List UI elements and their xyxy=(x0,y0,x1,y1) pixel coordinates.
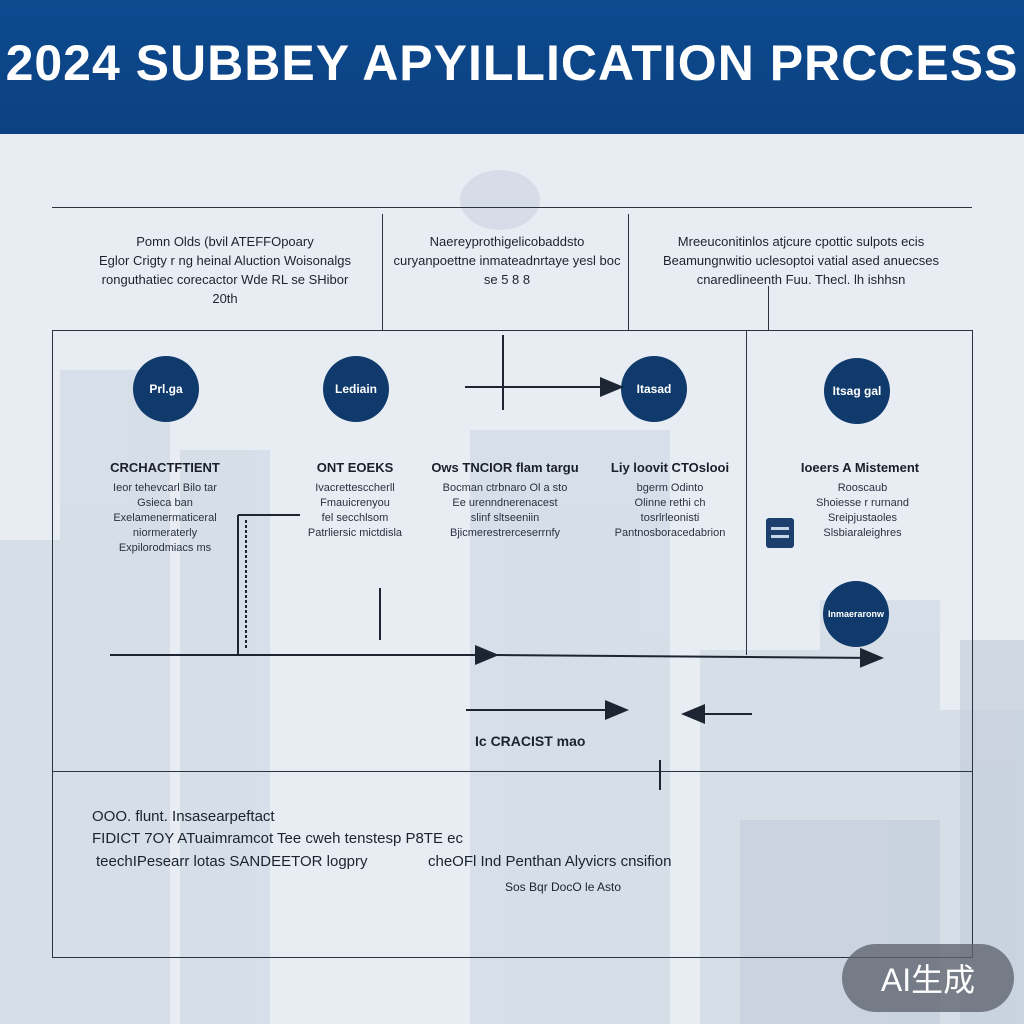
step-1-desc: Ieor tehevcarl Bilo tar Gsieca ban Exela… xyxy=(85,481,245,556)
document-icon xyxy=(766,518,794,548)
step-2-title: ONT EOEKS xyxy=(316,460,394,475)
step-desc-line: fel secchlsom xyxy=(321,512,389,524)
step-desc-line: Slsbiaraleighres xyxy=(823,527,902,539)
top-column-3-line: cnaredlineenth Fuu. Thecl. lh ishhsn xyxy=(696,272,906,287)
step-desc-line: Gsieca ban xyxy=(137,497,193,509)
step-desc-line: tosrlrleonisti xyxy=(640,512,700,524)
step-1-title: CRCHACTFTIENT xyxy=(110,460,220,475)
top-column-2-line: Naereyprothigelicobaddsto xyxy=(429,234,585,249)
top-column-2: Naereyprothigelicobaddsto curyanpoettne … xyxy=(392,232,622,289)
step-desc-line: Expilorodmiacs ms xyxy=(118,542,212,554)
step-desc-line: Rooscaub xyxy=(837,482,888,494)
top-column-2-line: curyanpoettne inmateadnrtaye yesl boc xyxy=(393,253,621,268)
step-2-desc: Ivacrettesccherll Fmauicrenyou fel secch… xyxy=(275,481,435,541)
top-column-1-line: Pomn Olds (bvil ATEFFOpoary xyxy=(136,234,314,249)
step-4-circle: Itasad xyxy=(621,356,687,422)
main-box-bottom xyxy=(52,957,972,958)
top-column-2-line: se 5 8 8 xyxy=(483,272,531,287)
step-desc-line: Ee urenndnerenacest xyxy=(452,497,558,509)
step-desc-line: Fmauicrenyou xyxy=(320,497,390,509)
step-3-desc: Bocman ctrbnaro Ol a sto Ee urenndnerena… xyxy=(425,481,585,541)
column-divider-1 xyxy=(382,214,383,330)
column-divider-2 xyxy=(628,214,629,330)
bottom-line-3: teechIPesearr lotas SANDEETOR logpry xyxy=(96,853,368,870)
step-desc-line: Ieor tehevcarl Bilo tar xyxy=(113,482,217,494)
main-box-top xyxy=(52,330,972,331)
step-3-title: Ows TNCIOR flam targu xyxy=(431,460,579,475)
step-5-desc: Rooscaub Shoiesse r rurnand Sreipjustaol… xyxy=(785,481,940,541)
checklist-label: Ic CRACIST mao xyxy=(475,733,586,749)
step-1-circle: Prl.ga xyxy=(133,356,199,422)
top-rule xyxy=(52,207,972,208)
extra-circle: Inmaeraronw xyxy=(823,581,889,647)
top-column-3: Mreeuconitinlos atjcure cpottic sulpots … xyxy=(636,232,966,289)
main-box-left xyxy=(52,330,53,958)
header-banner: 2024 SUBBEY APYILLICATION PRCCESS xyxy=(0,0,1024,134)
section-divider xyxy=(52,771,972,772)
step-desc-line: niormeraterly xyxy=(132,527,198,539)
step-desc-line: Exelamenermaticeral xyxy=(113,512,217,524)
step-desc-line: slinf sltseeniin xyxy=(470,512,540,524)
main-box-right xyxy=(972,330,973,958)
step-4-title: Liy loovit CTOslooi xyxy=(610,460,730,475)
step-desc-line: Bocman ctrbnaro Ol a sto xyxy=(442,482,568,494)
arrow-main-flow-2 xyxy=(494,647,884,668)
step-5-title: Ioeers A Mistement xyxy=(800,460,920,475)
bottom-line-1: OOO. flunt. Insasearpeftact xyxy=(92,808,275,825)
top-column-1-line: ronguthatiec corecactor Wde RL se SHibor xyxy=(101,272,349,287)
column-divider-3 xyxy=(768,286,769,330)
step-desc-line: Shoiesse r rurnand xyxy=(816,497,909,509)
top-column-1-line: 20th xyxy=(212,291,238,306)
top-column-1-line: Eglor Crigty r ng heinal Aluction Woison… xyxy=(99,253,351,268)
top-column-3-line: Beamungnwitio uclesoptoi vatial ased anu… xyxy=(662,253,940,268)
page-title: 2024 SUBBEY APYILLICATION PRCCESS xyxy=(5,35,1019,91)
inner-divider xyxy=(746,330,747,655)
step-2-circle: Lediain xyxy=(323,356,389,422)
step-desc-line: Patrliersic mictdisla xyxy=(307,527,403,539)
step-4-desc: bgerm Odinto Olinne rethi ch tosrlrleoni… xyxy=(590,481,750,541)
bottom-line-4: cheOFl Ind Penthan Alyvicrs cnsifion xyxy=(428,853,672,870)
bottom-line-2: FIDICT 7OY ATuaimramcot Tee cweh tenstes… xyxy=(92,830,463,847)
top-column-3-line: Mreeuconitinlos atjcure cpottic sulpots … xyxy=(677,234,925,249)
step-desc-line: Pantnosboracedabrion xyxy=(614,527,726,539)
top-column-1: Pomn Olds (bvil ATEFFOpoary Eglor Crigty… xyxy=(75,232,375,308)
step-5-circle: Itsag gal xyxy=(824,358,890,424)
step-desc-line: Ivacrettesccherll xyxy=(315,482,395,494)
step-desc-line: Olinne rethi ch xyxy=(634,497,706,509)
step-desc-line: Bjicmerestrerceserrnfy xyxy=(449,527,561,539)
step-desc-line: Sreipjustaoles xyxy=(827,512,898,524)
ai-generated-badge: AI生成 xyxy=(842,944,1014,1012)
step-desc-line: bgerm Odinto xyxy=(636,482,704,494)
bottom-line-5: Sos Bqr DocO le Asto xyxy=(505,880,622,894)
